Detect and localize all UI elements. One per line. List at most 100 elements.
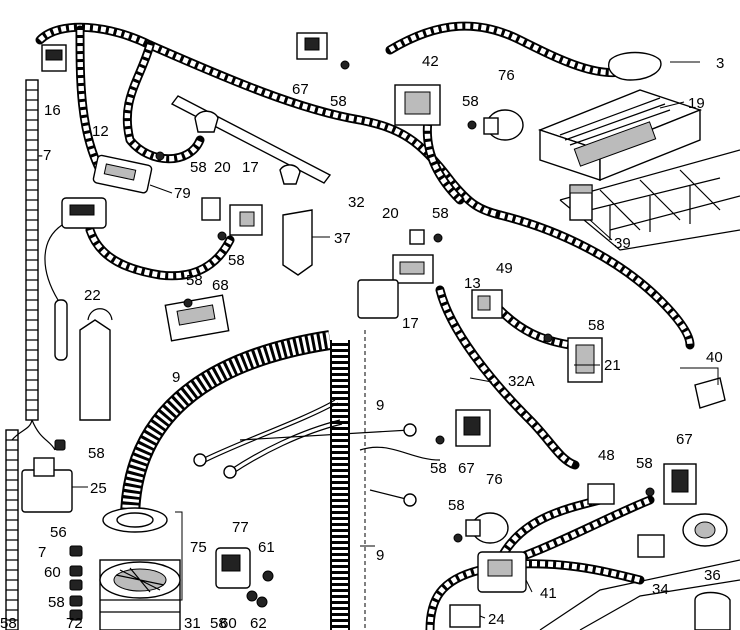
label-7-upper: -7 <box>38 147 51 164</box>
label-9-right: 9 <box>376 397 384 414</box>
label-42: 42 <box>422 53 439 70</box>
ground-straps <box>193 399 441 507</box>
clip-top <box>194 110 219 133</box>
label-9-bottom: 9 <box>376 547 384 564</box>
actuator-right <box>682 513 728 547</box>
relay-40 <box>694 377 726 409</box>
harness-loop-left <box>75 25 105 175</box>
label-60-right: 60 <box>220 615 237 630</box>
label-58-67b: 58 <box>430 460 447 477</box>
label-58-bottomleft: 58 <box>48 594 65 611</box>
label-68: 68 <box>212 277 229 294</box>
label-58-edge: 58 <box>0 615 17 630</box>
corrugated-tube-left <box>5 79 56 630</box>
callout-labels: 3 -7 7 9 9 9 12 13 16 17 17 19 20 20 21 … <box>0 53 724 630</box>
control-unit-bracket <box>559 149 740 251</box>
harness-21 <box>495 305 575 350</box>
connector-20a <box>201 197 221 221</box>
connector-24 <box>449 604 481 628</box>
small-nuts <box>54 439 274 621</box>
connector-16 <box>41 44 67 72</box>
label-39: 39 <box>614 235 631 252</box>
label-40: 40 <box>706 349 723 366</box>
label-61: 61 <box>258 539 275 556</box>
label-32a: 32A <box>508 373 535 390</box>
connector-67b <box>455 409 491 447</box>
connector-79 <box>92 154 153 194</box>
bracket-37 <box>282 209 313 276</box>
label-25: 25 <box>90 480 107 497</box>
connector-48 <box>587 483 615 505</box>
label-58-center: 58 <box>432 205 449 222</box>
label-58-topright: 58 <box>462 93 479 110</box>
corrugated-loop-9 <box>120 330 366 630</box>
label-22: 22 <box>84 287 101 304</box>
label-20-top: 20 <box>214 159 231 176</box>
label-56: 56 <box>50 524 67 541</box>
label-21: 21 <box>604 357 621 374</box>
connector-34 <box>637 534 665 558</box>
label-60-left: 60 <box>44 564 61 581</box>
label-16: 16 <box>44 102 61 119</box>
sensor-76a <box>483 109 524 141</box>
label-76-bottom: 76 <box>486 471 503 488</box>
label-58-68: 58 <box>186 272 203 289</box>
label-67-top: 67 <box>292 81 309 98</box>
connector-lambda <box>61 197 107 229</box>
bottom-right-bracket <box>539 559 740 630</box>
label-77: 77 <box>232 519 249 536</box>
connector-20b <box>409 229 425 245</box>
connector-17a <box>229 204 263 236</box>
harness-top-right <box>385 21 635 78</box>
engine-control-unit <box>537 51 703 182</box>
label-49: 49 <box>496 260 513 277</box>
label-41: 41 <box>540 585 557 602</box>
seals-58 <box>155 60 655 543</box>
label-17-top: 17 <box>242 159 259 176</box>
connector-17b <box>392 254 434 284</box>
bracket-22 <box>79 308 113 421</box>
grommet-fan-assembly <box>99 507 181 630</box>
label-17-center: 17 <box>402 315 419 332</box>
label-58-67c: 58 <box>636 455 653 472</box>
label-13: 13 <box>464 275 481 292</box>
label-58-top: 58 <box>330 93 347 110</box>
label-76-top: 76 <box>498 67 515 84</box>
label-72: 72 <box>66 615 83 630</box>
label-12: 12 <box>92 123 109 140</box>
harness-branch-68 <box>85 225 235 281</box>
connector-42 <box>394 84 441 126</box>
label-7-lower: 7 <box>38 544 46 561</box>
relay-box <box>357 279 399 319</box>
leader-lines <box>72 61 719 619</box>
label-75: 75 <box>190 539 207 556</box>
harness-center-right <box>495 210 695 350</box>
label-58-79: 58 <box>190 159 207 176</box>
label-58-25: 58 <box>88 445 105 462</box>
clip-mid <box>279 164 301 185</box>
label-34: 34 <box>652 581 669 598</box>
label-58-76b: 58 <box>448 497 465 514</box>
label-58-17a: 58 <box>228 252 245 269</box>
connector-36 <box>694 591 731 630</box>
label-37: 37 <box>334 230 351 247</box>
label-67-center: 67 <box>458 460 475 477</box>
label-9-loop: 9 <box>172 369 180 386</box>
label-20-center: 20 <box>382 205 399 222</box>
connectors <box>21 32 731 630</box>
label-48: 48 <box>598 447 615 464</box>
harness-branch-79 <box>122 40 205 164</box>
connector-13 <box>471 289 503 319</box>
connector-25 <box>21 457 73 513</box>
sensor-76b <box>465 512 509 544</box>
label-58-21: 58 <box>588 317 605 334</box>
connector-41 <box>477 551 527 593</box>
label-24: 24 <box>488 611 505 628</box>
connector-67a <box>296 32 328 60</box>
harness-top-left <box>35 22 505 220</box>
connector-67c <box>663 463 697 505</box>
connector-68 <box>164 294 230 342</box>
connector-21 <box>567 337 603 383</box>
harness-32a <box>435 285 580 470</box>
